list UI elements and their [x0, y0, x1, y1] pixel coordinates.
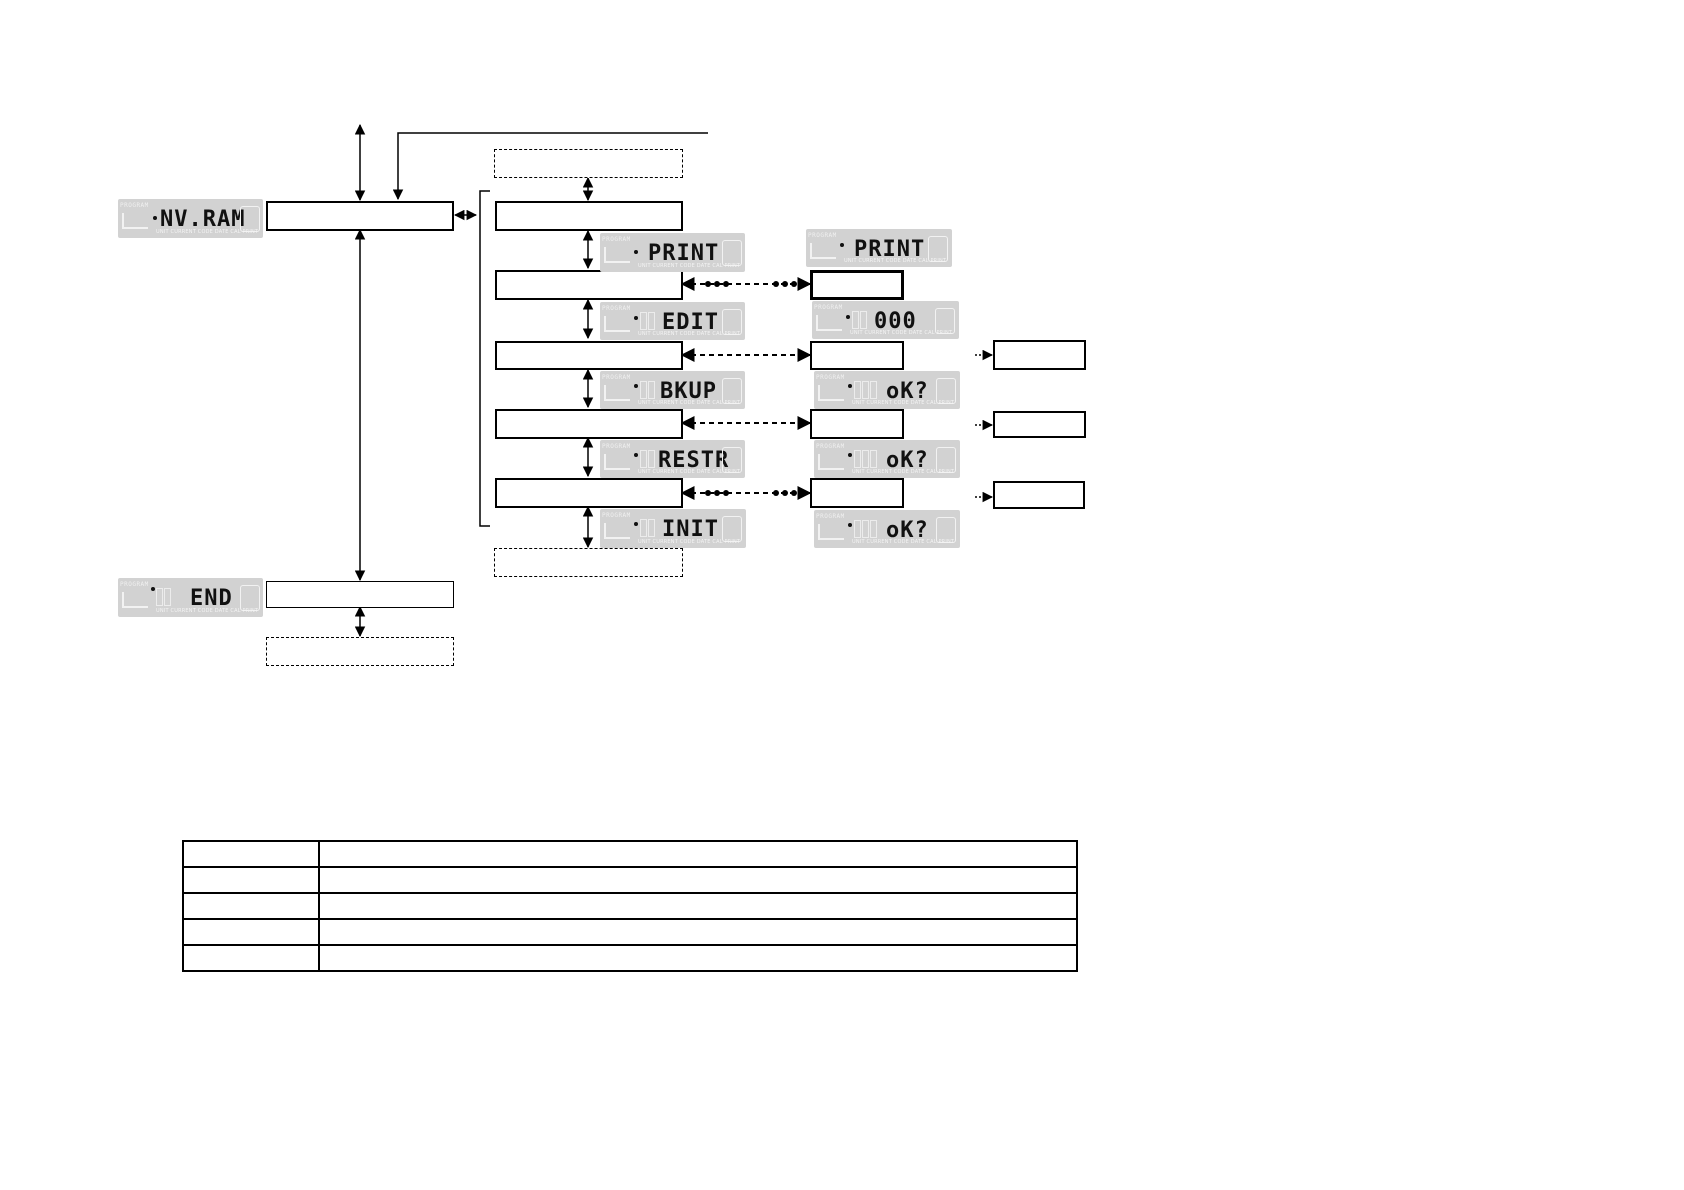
lcd-init: PROGRAM INIT UNIT CURRENT CODE DATE CAL … [600, 509, 746, 548]
lcd-result-edit: PROGRAM 000 UNIT CURRENT CODE DATE CAL P… [812, 301, 959, 339]
lcd-text: oK? [886, 448, 929, 473]
lcd-text: INIT [662, 517, 719, 542]
result-box-restr [810, 478, 904, 508]
submenu-bracket [479, 190, 490, 527]
submenu-next-box [494, 548, 683, 577]
lcd-restr: PROGRAM RESTR UNIT CURRENT CODE DATE CAL… [600, 440, 745, 478]
lcd-text: RESTR [658, 448, 730, 473]
detail-box-edit [993, 340, 1086, 370]
result-box-print [810, 270, 904, 300]
submenu-box-restr [495, 478, 683, 508]
main-next-box [266, 637, 454, 666]
lcd-bkup: PROGRAM BKUP UNIT CURRENT CODE DATE CAL … [600, 371, 745, 409]
lcd-text: PRINT [648, 241, 720, 266]
lcd-text: EDIT [662, 310, 719, 335]
lcd-print: PROGRAM PRINT UNIT CURRENT CODE DATE CAL… [600, 233, 745, 272]
table-row [182, 944, 1078, 972]
submenu-box-edit [495, 341, 683, 370]
feedback-line [392, 132, 708, 201]
lcd-result-print: PROGRAM PRINT UNIT CURRENT CODE DATE CAL… [806, 229, 952, 267]
submenu-prev-box [494, 149, 683, 178]
main-entry-box [266, 201, 454, 231]
lcd-text: oK? [886, 379, 929, 404]
table-row [182, 892, 1078, 920]
result-box-edit [810, 341, 904, 370]
lcd-text: NV.RAM [160, 207, 246, 232]
table-row [182, 840, 1078, 868]
detail-box-bkup [993, 411, 1086, 438]
lcd-edit: PROGRAM EDIT UNIT CURRENT CODE DATE CAL … [600, 302, 745, 340]
table-row [182, 866, 1078, 894]
lcd-result-restr: PROGRAM oK? UNIT CURRENT CODE DATE CAL P… [814, 440, 960, 478]
table-row [182, 918, 1078, 946]
main-exit-box [266, 581, 454, 608]
detail-box-restr [993, 481, 1085, 509]
lcd-text: oK? [886, 518, 929, 543]
info-table [182, 840, 1078, 972]
lcd-text: 000 [874, 309, 917, 334]
lcd-text: PRINT [854, 237, 926, 262]
lcd-text: END [190, 586, 233, 611]
lcd-text: BKUP [660, 379, 717, 404]
lcd-result-bkup: PROGRAM oK? UNIT CURRENT CODE DATE CAL P… [814, 371, 960, 409]
submenu-box-0 [495, 201, 683, 231]
result-box-bkup [810, 409, 904, 439]
submenu-box-print [495, 270, 683, 300]
lcd-end: PROGRAM END UNIT CURRENT CODE DATE CAL P… [118, 578, 263, 617]
submenu-box-bkup [495, 409, 683, 439]
lcd-result-init: PROGRAM oK? UNIT CURRENT CODE DATE CAL P… [814, 510, 960, 548]
lcd-nvram: PROGRAM NV.RAM UNIT CURRENT CODE DATE CA… [118, 199, 263, 238]
